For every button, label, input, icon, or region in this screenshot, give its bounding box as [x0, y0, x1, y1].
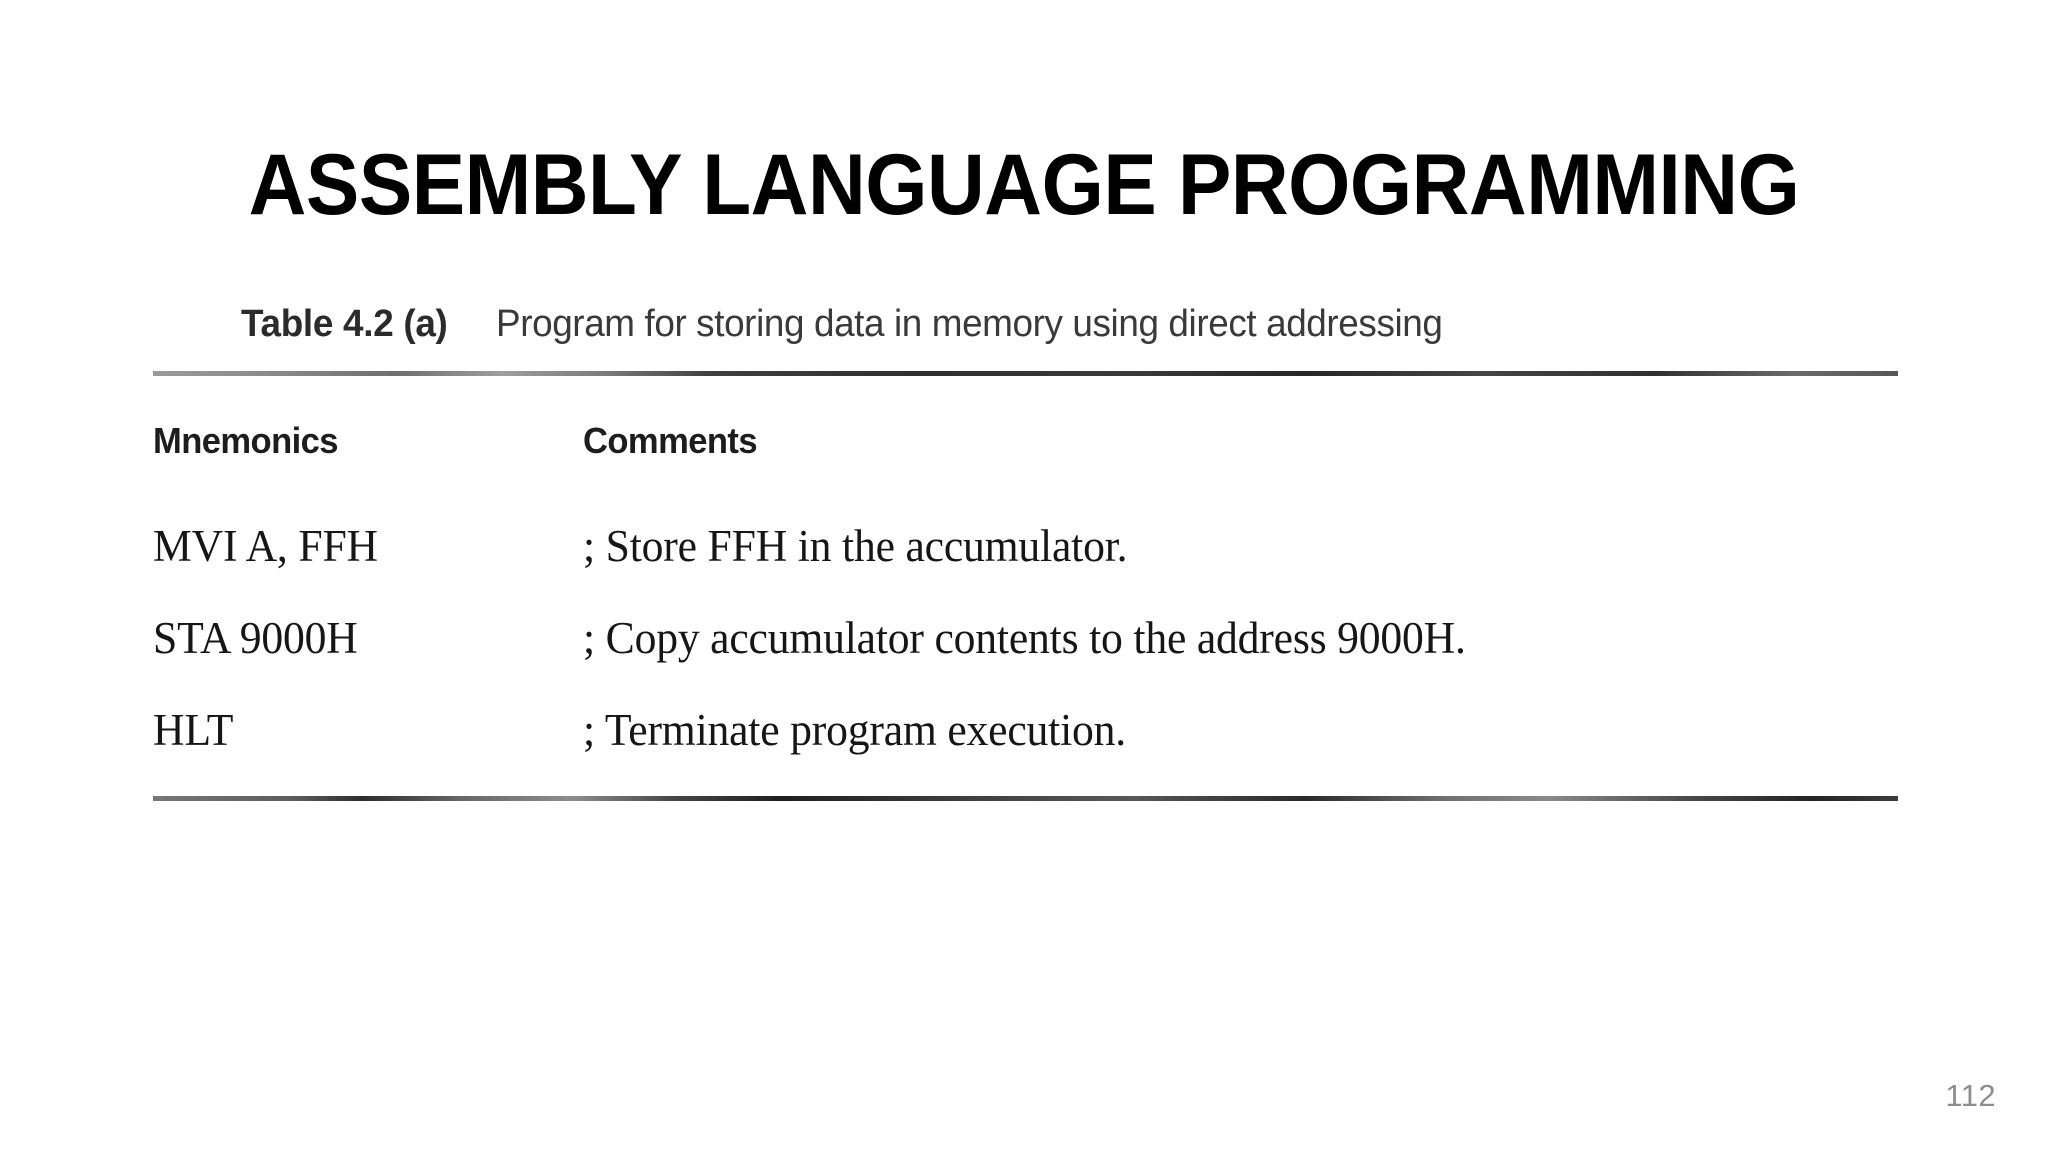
cell-comment: ; Terminate program execution. [583, 705, 1127, 755]
table-caption-text: Program for storing data in memory using… [495, 303, 1443, 345]
table-header-row: Mnemonics Comments [153, 376, 1898, 476]
cell-comment: ; Copy accumulator contents to the addre… [583, 613, 1466, 663]
column-header-mnemonics: Mnemonics [153, 420, 339, 461]
table-row: MVI A, FFH ; Store FFH in the accumulato… [153, 476, 1898, 572]
table-caption: Table 4.2 (a) Program for storing data i… [153, 305, 1898, 343]
table-row: HLT ; Terminate program execution. [153, 664, 1898, 796]
table-top-rule [153, 371, 1898, 376]
table-row: STA 9000H ; Copy accumulator contents to… [153, 572, 1898, 664]
table-body: MVI A, FFH ; Store FFH in the accumulato… [153, 476, 1898, 796]
table-figure: Table 4.2 (a) Program for storing data i… [153, 305, 1898, 801]
page-number: 112 [1945, 1078, 1996, 1113]
cell-mnemonic: HLT [153, 705, 234, 755]
table-bottom-rule [153, 796, 1898, 801]
cell-comment: ; Store FFH in the accumulator. [583, 521, 1128, 571]
program-table: Mnemonics Comments MVI A, FFH ; Store FF… [153, 376, 1898, 796]
column-header-comments: Comments [583, 420, 758, 461]
page-title: ASSEMBLY LANGUAGE PROGRAMMING [248, 136, 1800, 233]
table-header: Mnemonics Comments [153, 376, 1898, 476]
cell-mnemonic: MVI A, FFH [153, 521, 378, 571]
cell-mnemonic: STA 9000H [153, 613, 358, 663]
table-caption-label: Table 4.2 (a) [241, 303, 448, 345]
